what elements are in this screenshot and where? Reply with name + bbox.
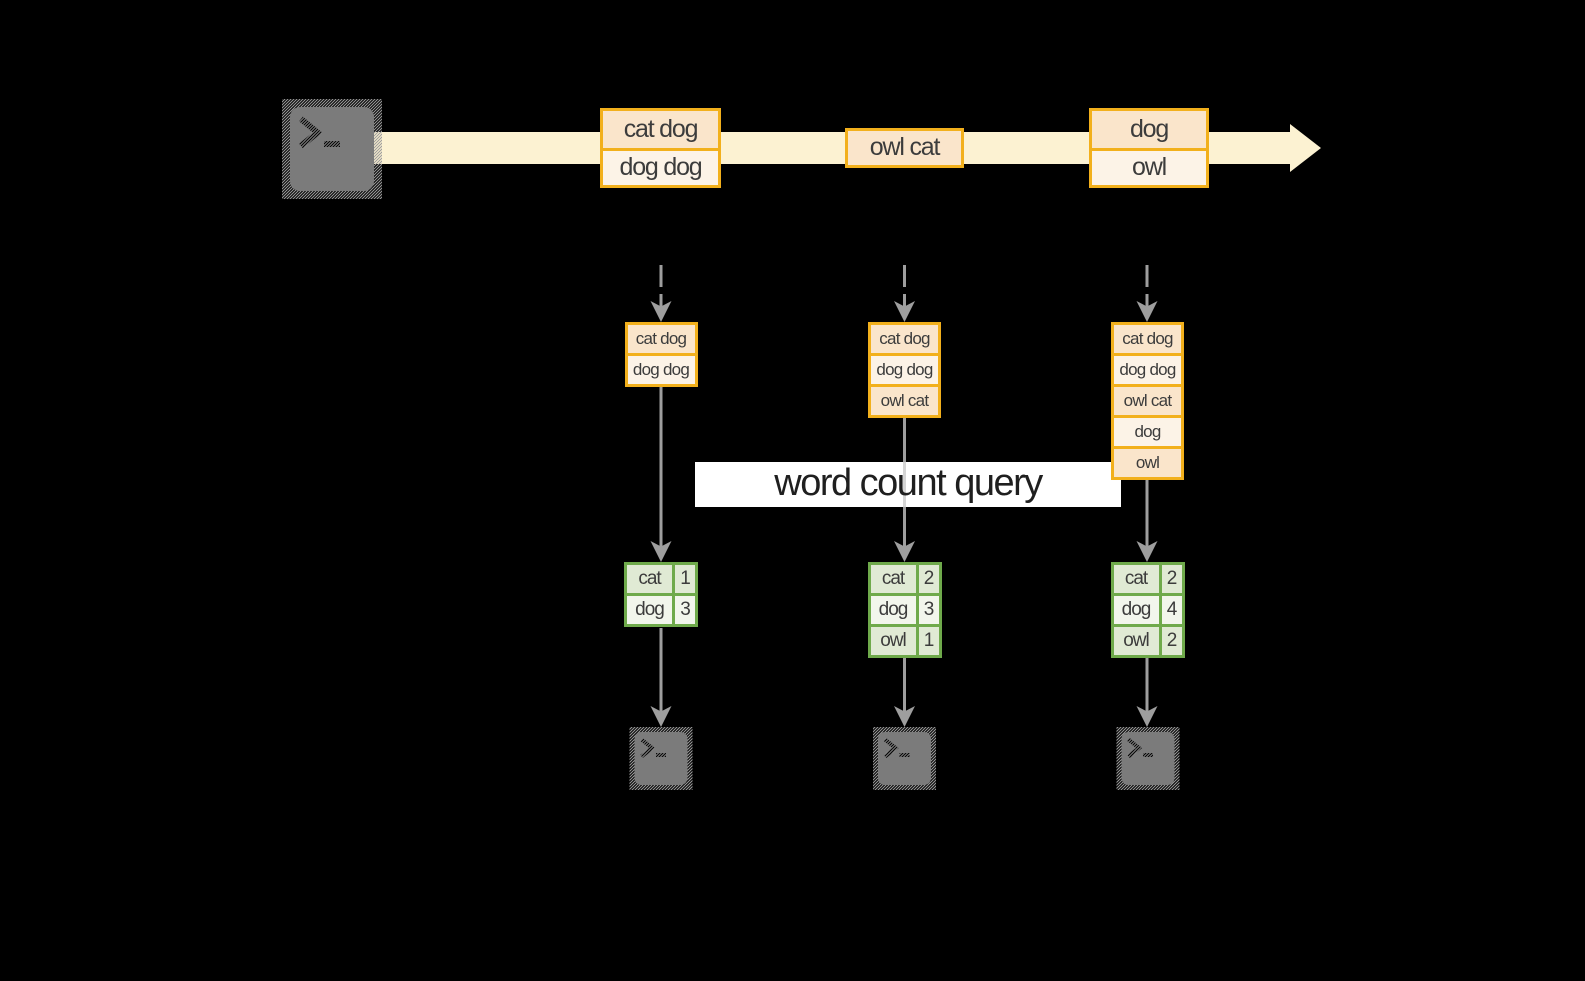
count-row: dog 4 (1110, 593, 1185, 627)
count-row: owl 1 (867, 624, 942, 658)
accumulated-stack-3: cat dog dog dog owl cat dog owl (1111, 322, 1184, 480)
record-cell: owl (1092, 148, 1206, 185)
count-value: 2 (915, 562, 942, 596)
stream-line-through-banner (903, 462, 906, 507)
record-cell: owl cat (848, 131, 961, 165)
stack-cell: cat dog (624, 322, 698, 356)
count-value: 4 (1158, 593, 1185, 627)
accumulated-stack-1: cat dog dog dog (624, 322, 698, 387)
count-table-1: cat 1 dog 3 (624, 562, 698, 627)
query-banner-label: word count query (774, 462, 1043, 504)
source-terminal-icon (282, 99, 382, 199)
stack-cell: owl cat (1111, 384, 1184, 418)
stack-cell: dog dog (868, 353, 941, 387)
count-word: dog (1110, 593, 1162, 627)
ingest-arrows (659, 265, 1149, 307)
count-row: cat 1 (624, 562, 698, 596)
count-word: dog (867, 593, 919, 627)
sink-terminal-icon-2 (873, 727, 936, 790)
sink-arrows (659, 628, 1149, 713)
count-word: owl (1110, 624, 1162, 658)
sink-terminal-icon-1 (629, 727, 693, 790)
ingest-arrowheads (650, 301, 1158, 322)
count-word: cat (1110, 562, 1162, 596)
count-value: 1 (672, 562, 698, 596)
stream-record-box-1: cat dog dog dog (600, 108, 721, 188)
count-row: dog 3 (867, 593, 942, 627)
count-table-2: cat 2 dog 3 owl 1 (867, 562, 942, 658)
count-row: cat 2 (1110, 562, 1185, 596)
sink-arrowheads (650, 706, 1158, 727)
count-value: 2 (1158, 562, 1185, 596)
stream-record-box-2: owl cat (845, 128, 964, 168)
stack-cell: owl (1111, 446, 1184, 480)
stack-cell: dog dog (1111, 353, 1184, 387)
count-table-3: cat 2 dog 4 owl 2 (1110, 562, 1185, 658)
query-arrowheads (650, 541, 1158, 562)
count-word: dog (624, 593, 675, 627)
stream-record-box-3: dog owl (1089, 108, 1209, 188)
count-row: owl 2 (1110, 624, 1185, 658)
count-value: 2 (1158, 624, 1185, 658)
stack-cell: cat dog (868, 322, 941, 356)
count-row: cat 2 (867, 562, 942, 596)
count-value: 1 (915, 624, 942, 658)
count-value: 3 (672, 593, 698, 627)
count-row: dog 3 (624, 593, 698, 627)
query-banner: word count query (695, 462, 1121, 507)
count-word: cat (624, 562, 675, 596)
sink-terminal-icon-3 (1116, 727, 1180, 790)
count-word: cat (867, 562, 919, 596)
stack-cell: owl cat (868, 384, 941, 418)
stack-cell: cat dog (1111, 322, 1184, 356)
count-word: owl (867, 624, 919, 658)
stack-cell: dog dog (624, 353, 698, 387)
record-cell: dog (1092, 111, 1206, 148)
record-cell: dog dog (603, 148, 718, 185)
accumulated-stack-2: cat dog dog dog owl cat (868, 322, 941, 418)
count-value: 3 (915, 593, 942, 627)
stack-cell: dog (1111, 415, 1184, 449)
record-cell: cat dog (603, 111, 718, 148)
